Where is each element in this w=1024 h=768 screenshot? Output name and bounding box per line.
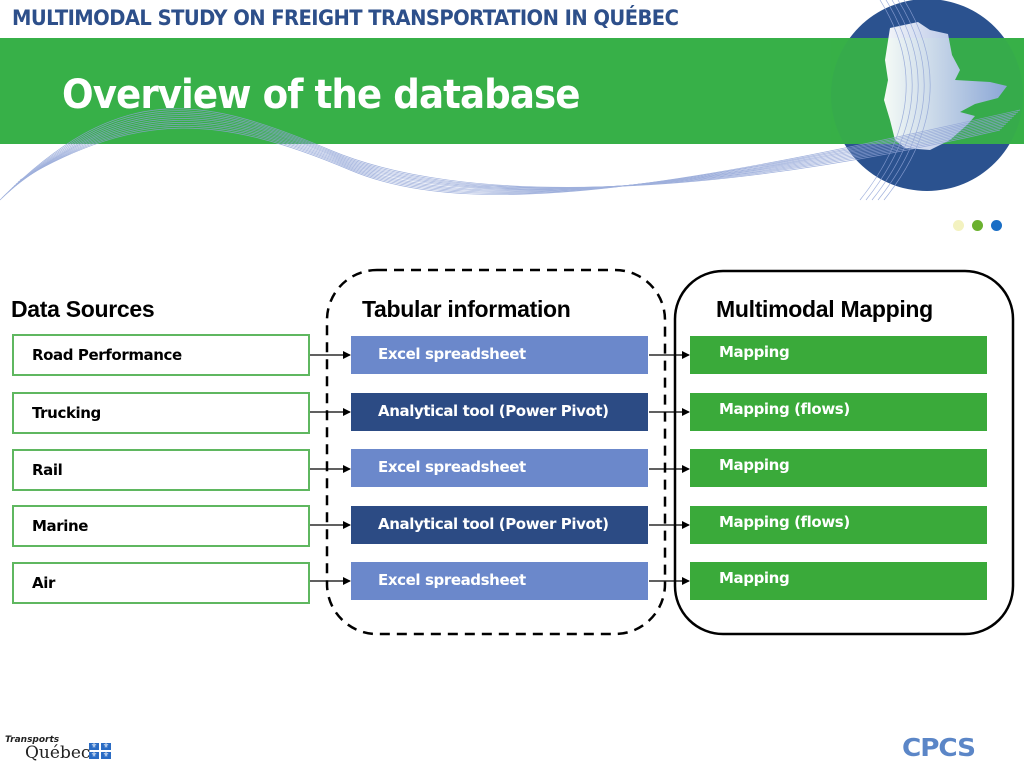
- pale-yellow-dot: [953, 220, 964, 231]
- tabular-excel-spreadsheet: Excel spreadsheet: [351, 562, 648, 600]
- source-road-performance: Road Performance: [12, 334, 310, 376]
- tabular-information-heading: Tabular information: [362, 296, 571, 322]
- mapping-box: Mapping: [690, 449, 987, 487]
- source-air: Air: [12, 562, 310, 604]
- decorative-dots: [953, 220, 1002, 231]
- quebec-flag-icon: ⚜ ⚜ ⚜ ⚜: [89, 743, 111, 759]
- mapping-box: Mapping: [690, 336, 987, 374]
- transports-quebec-logo: Transports Québec ⚜ ⚜ ⚜ ⚜: [5, 735, 111, 763]
- source-marine: Marine: [12, 505, 310, 547]
- data-sources-heading: Data Sources: [11, 296, 155, 322]
- tabular-power-pivot: Analytical tool (Power Pivot): [351, 393, 648, 431]
- logo-small-text: Transports: [5, 735, 60, 745]
- tabular-power-pivot: Analytical tool (Power Pivot): [351, 506, 648, 544]
- mapping-flows-box: Mapping (flows): [690, 393, 987, 431]
- slide-title: Overview of the database: [62, 72, 580, 118]
- green-dot: [972, 220, 983, 231]
- source-trucking: Trucking: [12, 392, 310, 434]
- tabular-excel-spreadsheet: Excel spreadsheet: [351, 336, 648, 374]
- study-title: MULTIMODAL STUDY ON FREIGHT TRANSPORTATI…: [12, 6, 679, 30]
- source-rail: Rail: [12, 449, 310, 491]
- multimodal-mapping-heading: Multimodal Mapping: [716, 296, 933, 322]
- blue-dot: [991, 220, 1002, 231]
- logo-big-text: Québec: [25, 743, 91, 763]
- mapping-box: Mapping: [690, 562, 987, 600]
- mapping-flows-box: Mapping (flows): [690, 506, 987, 544]
- cpcs-logo: CPCS: [902, 733, 976, 762]
- tabular-excel-spreadsheet: Excel spreadsheet: [351, 449, 648, 487]
